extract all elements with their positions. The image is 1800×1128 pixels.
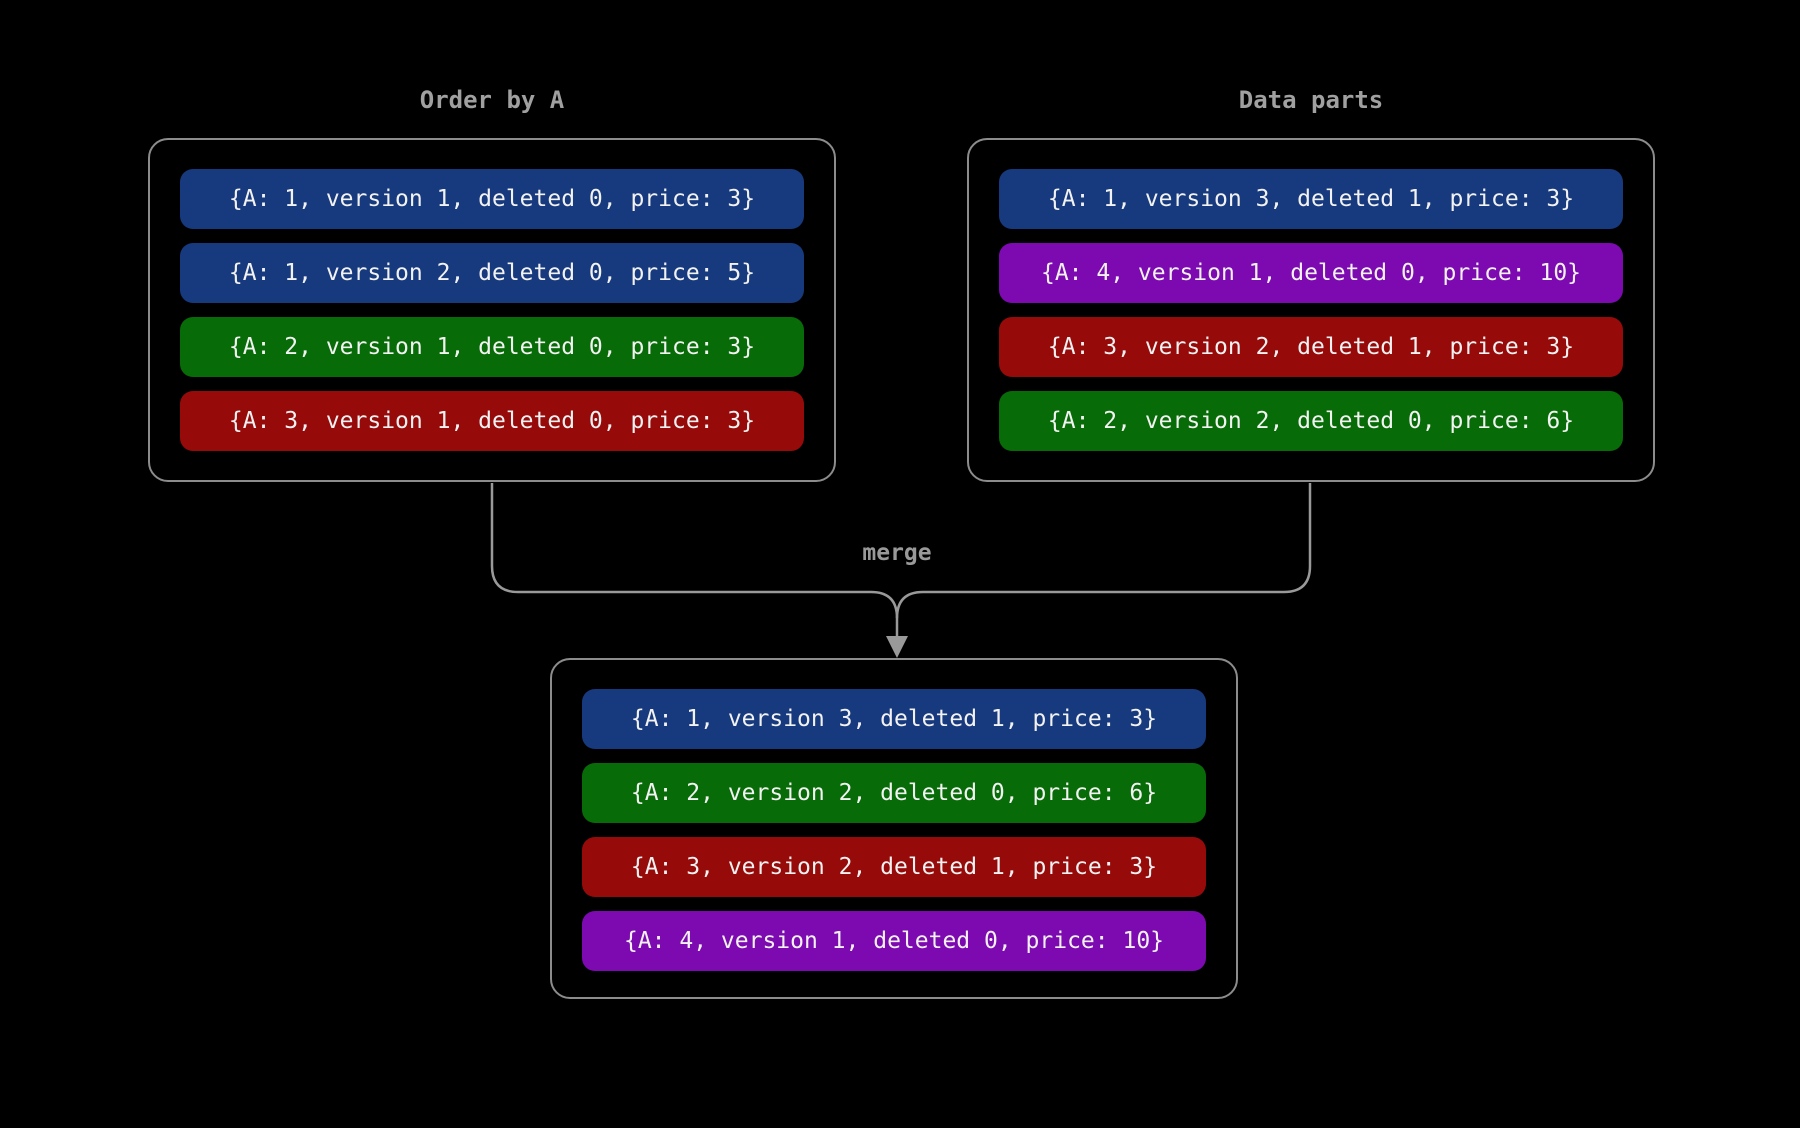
order-by-a-panel: {A: 1, version 1, deleted 0, price: 3} {… — [148, 138, 836, 482]
data-part-row: {A: 1, version 3, deleted 1, price: 3} — [582, 689, 1206, 749]
merged-result-panel: {A: 1, version 3, deleted 1, price: 3} {… — [550, 658, 1238, 999]
data-part-row: {A: 1, version 2, deleted 0, price: 5} — [180, 243, 804, 303]
data-part-row: {A: 1, version 3, deleted 1, price: 3} — [999, 169, 1623, 229]
data-parts-rows: {A: 1, version 3, deleted 1, price: 3} {… — [999, 169, 1623, 451]
data-part-row: {A: 3, version 2, deleted 1, price: 3} — [582, 837, 1206, 897]
data-part-row: {A: 2, version 2, deleted 0, price: 6} — [582, 763, 1206, 823]
order-by-a-rows: {A: 1, version 1, deleted 0, price: 3} {… — [180, 169, 804, 451]
order-by-a-title: Order by A — [419, 86, 565, 114]
data-parts-panel: {A: 1, version 3, deleted 1, price: 3} {… — [967, 138, 1655, 482]
data-parts-title: Data parts — [1238, 86, 1384, 114]
merged-result-rows: {A: 1, version 3, deleted 1, price: 3} {… — [582, 689, 1206, 971]
data-part-row: {A: 3, version 2, deleted 1, price: 3} — [999, 317, 1623, 377]
data-part-row: {A: 4, version 1, deleted 0, price: 10} — [999, 243, 1623, 303]
data-part-row: {A: 3, version 1, deleted 0, price: 3} — [180, 391, 804, 451]
data-part-row: {A: 1, version 1, deleted 0, price: 3} — [180, 169, 804, 229]
arrow-down-icon — [886, 636, 908, 658]
data-part-row: {A: 4, version 1, deleted 0, price: 10} — [582, 911, 1206, 971]
data-part-row: {A: 2, version 2, deleted 0, price: 6} — [999, 391, 1623, 451]
data-part-row: {A: 2, version 1, deleted 0, price: 3} — [180, 317, 804, 377]
merge-label: merge — [862, 540, 932, 566]
